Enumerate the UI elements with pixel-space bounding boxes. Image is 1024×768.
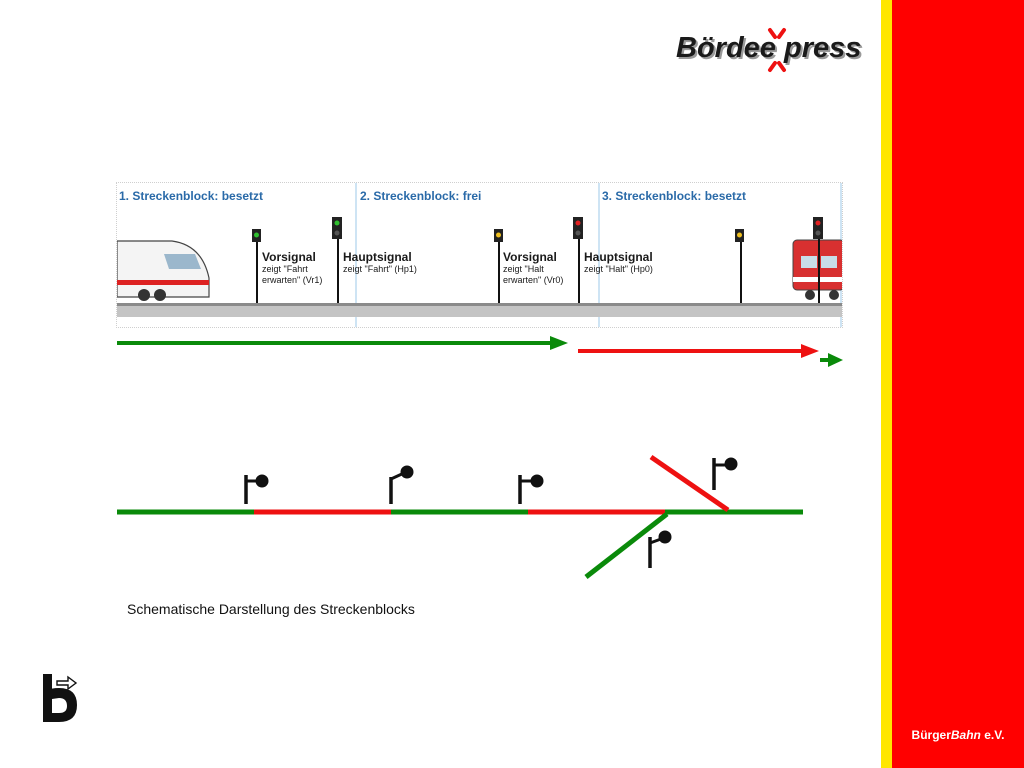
buergerbahn-b-icon [43, 674, 78, 722]
signal-icon [518, 474, 544, 504]
block-label-3: 3. Streckenblock: besetzt [602, 189, 747, 203]
signal-title-2: Hauptsignal [343, 250, 412, 264]
brand-italic: Bahn [950, 728, 981, 742]
train-left-icon [117, 240, 210, 301]
signal-title-3: Vorsignal [503, 250, 557, 264]
signal-title-1: Vorsignal [262, 250, 316, 264]
track-ballast [117, 303, 842, 317]
signal-heads [252, 217, 823, 242]
burst-icon [768, 28, 786, 72]
logo-text-right: press [784, 32, 862, 64]
brand-prefix: Bürger [911, 728, 951, 742]
signal-desc-4: zeigt "Halt" (Hp0) [584, 264, 653, 274]
signal-icon [712, 457, 738, 490]
signal-icon [389, 465, 414, 504]
red-side-panel [892, 0, 1024, 768]
yellow-stripe [881, 0, 892, 768]
brand-footer: BürgerBahn e.V. [892, 728, 1024, 742]
brand-suffix: e.V. [980, 728, 1005, 742]
block-label-2: 2. Streckenblock: frei [360, 189, 482, 203]
boerdee-press-logo: Bördee press [676, 28, 876, 80]
schematic-signals [244, 457, 738, 568]
illustration-graphics [117, 183, 842, 327]
signal-desc-3: zeigt "Halt erwarten" (Vr0) [503, 264, 564, 285]
signal-posts [256, 227, 820, 303]
red-arrow [578, 344, 819, 358]
block-schematic [117, 336, 843, 579]
green-arrow-long [117, 336, 568, 350]
track-branch-red [649, 454, 730, 513]
track-branch-green [584, 512, 669, 579]
figure-caption: Schematische Darstellung des Streckenblo… [127, 601, 415, 617]
block-label-1: 1. Streckenblock: besetzt [119, 189, 264, 203]
logo-text-left: Bördee [676, 32, 776, 64]
signal-desc-1: zeigt "Fahrt erwarten" (Vr1) [262, 264, 323, 285]
signal-icon [648, 530, 672, 568]
signal-icon [244, 474, 269, 504]
signal-title-4: Hauptsignal [584, 250, 653, 264]
green-arrow-short [820, 353, 843, 367]
signal-desc-2: zeigt "Fahrt" (Hp1) [343, 264, 417, 274]
block-illustration: 1. Streckenblock: besetzt 2. Streckenblo… [116, 182, 843, 328]
